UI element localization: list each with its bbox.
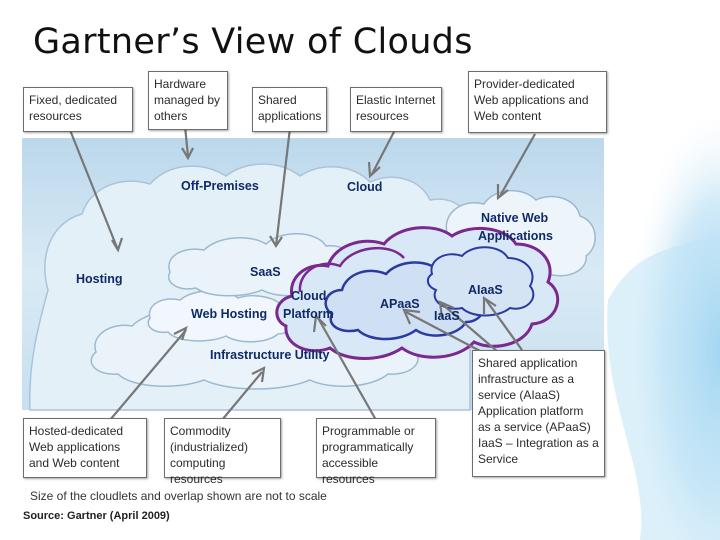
label-aiaas: AIaaS bbox=[468, 283, 503, 297]
callout-fixed-dedicated: Fixed, dedicated resources bbox=[23, 87, 133, 132]
callout-elastic-internet: Elastic Internet resources bbox=[350, 87, 442, 132]
callout-hosted-dedicated: Hosted-dedicated Web applications and We… bbox=[23, 418, 147, 478]
label-hosting: Hosting bbox=[76, 272, 123, 286]
callout-provider-dedicated: Provider-dedicated Web applications and … bbox=[468, 71, 607, 133]
label-native-web-1: Native Web bbox=[481, 211, 549, 225]
callout-shared-applications: Shared applications bbox=[252, 87, 327, 132]
label-off-premises: Off-Premises bbox=[181, 179, 259, 193]
callout-programmable: Programmable or programmatically accessi… bbox=[316, 418, 436, 478]
label-cloud-platform-2: Platform bbox=[283, 307, 334, 321]
callout-commodity: Commodity (industrialized) computing res… bbox=[164, 418, 281, 478]
label-web-hosting: Web Hosting bbox=[191, 307, 267, 321]
scale-note: Size of the cloudlets and overlap shown … bbox=[30, 489, 327, 503]
callout-shared-infrastructure: Shared application infrastructure as a s… bbox=[472, 350, 605, 477]
label-cloud: Cloud bbox=[347, 180, 382, 194]
label-iaas: IaaS bbox=[434, 309, 460, 323]
source-citation: Source: Gartner (April 2009) bbox=[23, 510, 170, 522]
label-infrastructure-utility: Infrastructure Utility bbox=[210, 348, 330, 362]
callout-hardware-managed: Hardware managed by others bbox=[148, 71, 228, 130]
label-cloud-platform-1: Cloud bbox=[291, 289, 326, 303]
label-apaas: APaaS bbox=[380, 297, 420, 311]
label-saas: SaaS bbox=[250, 265, 281, 279]
label-native-web-2: Applications bbox=[478, 229, 553, 243]
